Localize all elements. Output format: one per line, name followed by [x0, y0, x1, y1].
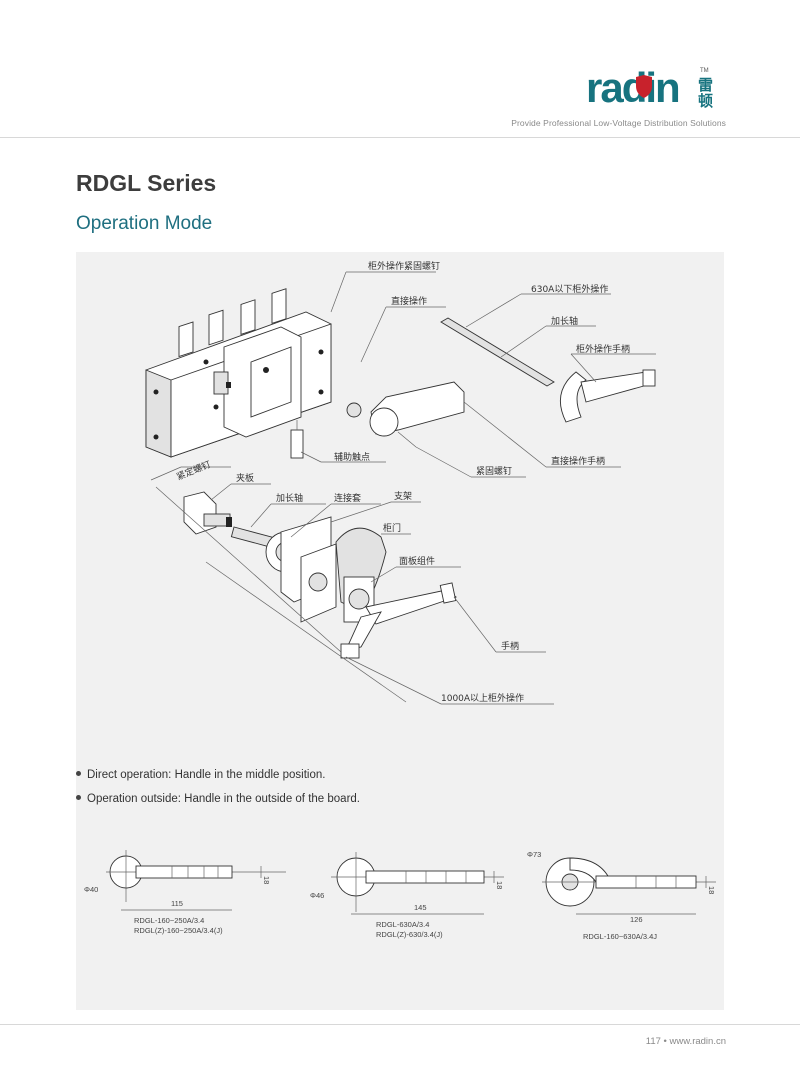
callout-extension-shaft-2: 加长轴 — [276, 492, 303, 504]
page-footer: 117 • www.radin.cn — [645, 1036, 726, 1047]
operation-mode-figure: 柜外操作紧固螺钉 直接操作 630A以下柜外操作 加长轴 柜外操作手柄 辅助触点… — [76, 252, 724, 1010]
switch-body — [145, 288, 332, 458]
note-text: Operation outside: Handle in the outside… — [87, 793, 360, 805]
dim3-model-1: RDGL-160~630A/3.4J — [583, 932, 657, 941]
callout-bracket: 支架 — [394, 490, 412, 502]
callout-handle: 手柄 — [501, 640, 519, 652]
dimension-drawing-2: Φ46 145 18 RDGL-630A/3.4 RDGL(Z)-630/3.4… — [310, 852, 504, 939]
brand-logo: radin 雷 顿 TM — [586, 64, 731, 111]
dim3-height: 18 — [707, 886, 716, 894]
dim1-diameter: Φ40 — [84, 885, 98, 894]
dim2-model-1: RDGL-630A/3.4 — [376, 920, 429, 929]
dim3-length: 126 — [630, 915, 643, 924]
leader-lines — [150, 271, 656, 705]
callout-set-screw: 紧定螺钉 — [175, 458, 213, 483]
dim2-length: 145 — [414, 903, 427, 912]
bullet-icon — [76, 795, 81, 801]
dim1-height: 18 — [262, 876, 271, 884]
callout-cabinet-door: 柜门 — [383, 522, 401, 534]
dim2-height: 18 — [495, 881, 504, 889]
extension-shaft — [440, 317, 555, 387]
dim2-diameter: Φ46 — [310, 891, 324, 900]
direct-handle — [346, 381, 465, 448]
callout-fastening-screw: 紧固螺钉 — [476, 466, 512, 477]
callout-extension-shaft: 加长轴 — [551, 315, 578, 327]
note-direct-operation: Direct operation: Handle in the middle p… — [76, 769, 325, 781]
callout-clamp-plate: 夹板 — [236, 472, 254, 484]
callout-outside-handle: 柜外操作手柄 — [576, 343, 630, 355]
callout-panel-assembly: 面板组件 — [399, 555, 435, 567]
exploded-diagram: 柜外操作紧固螺钉 直接操作 630A以下柜外操作 加长轴 柜外操作手柄 辅助触点… — [84, 260, 716, 941]
tagline: Provide Professional Low-Voltage Distrib… — [511, 118, 726, 128]
note-text: Direct operation: Handle in the middle p… — [87, 769, 326, 781]
dim1-length: 115 — [171, 899, 183, 908]
brand-chinese-1: 雷 — [698, 76, 713, 94]
section-title: Operation Mode — [76, 213, 213, 234]
dimension-drawing-3: Φ73 126 18 RDGL-160~630A/3.4J — [527, 850, 716, 941]
brand-chinese-2: 顿 — [698, 92, 713, 110]
outside-handle — [559, 369, 656, 423]
dimension-drawing-1: Φ40 115 18 RDGL-160~250A/3.4 RDGL(Z)-160… — [84, 850, 286, 935]
callout-outside-fastening-screw: 柜外操作紧固螺钉 — [368, 260, 440, 272]
handle-assembly — [340, 582, 457, 659]
clamp-assembly — [183, 491, 274, 548]
dim3-diameter: Φ73 — [527, 850, 541, 859]
callout-direct-operation: 直接操作 — [391, 295, 427, 307]
note-outside-operation: Operation outside: Handle in the outside… — [76, 793, 360, 805]
shield-icon — [636, 75, 652, 98]
dim2-model-2: RDGL(Z)-630/3.4(J) — [376, 930, 443, 939]
dim1-model-2: RDGL(Z)-160~250A/3.4(J) — [134, 926, 223, 935]
callout-direct-handle: 直接操作手柄 — [551, 455, 605, 467]
series-title: RDGL Series — [76, 170, 217, 196]
dim1-model-1: RDGL-160~250A/3.4 — [134, 916, 204, 925]
callout-630a-outside-operation: 630A以下柜外操作 — [531, 283, 608, 295]
brand-word: radin — [586, 64, 679, 110]
auxiliary-contact — [290, 420, 304, 459]
footer-divider — [0, 1024, 800, 1025]
trademark: TM — [700, 68, 709, 74]
bracket — [280, 516, 337, 623]
callout-auxiliary-contact: 辅助触点 — [334, 451, 370, 463]
header-divider — [0, 137, 800, 138]
callout-1000a-outside-operation: 1000A以上柜外操作 — [441, 692, 524, 704]
bullet-icon — [76, 771, 81, 777]
callout-coupling-sleeve: 连接套 — [334, 492, 361, 504]
